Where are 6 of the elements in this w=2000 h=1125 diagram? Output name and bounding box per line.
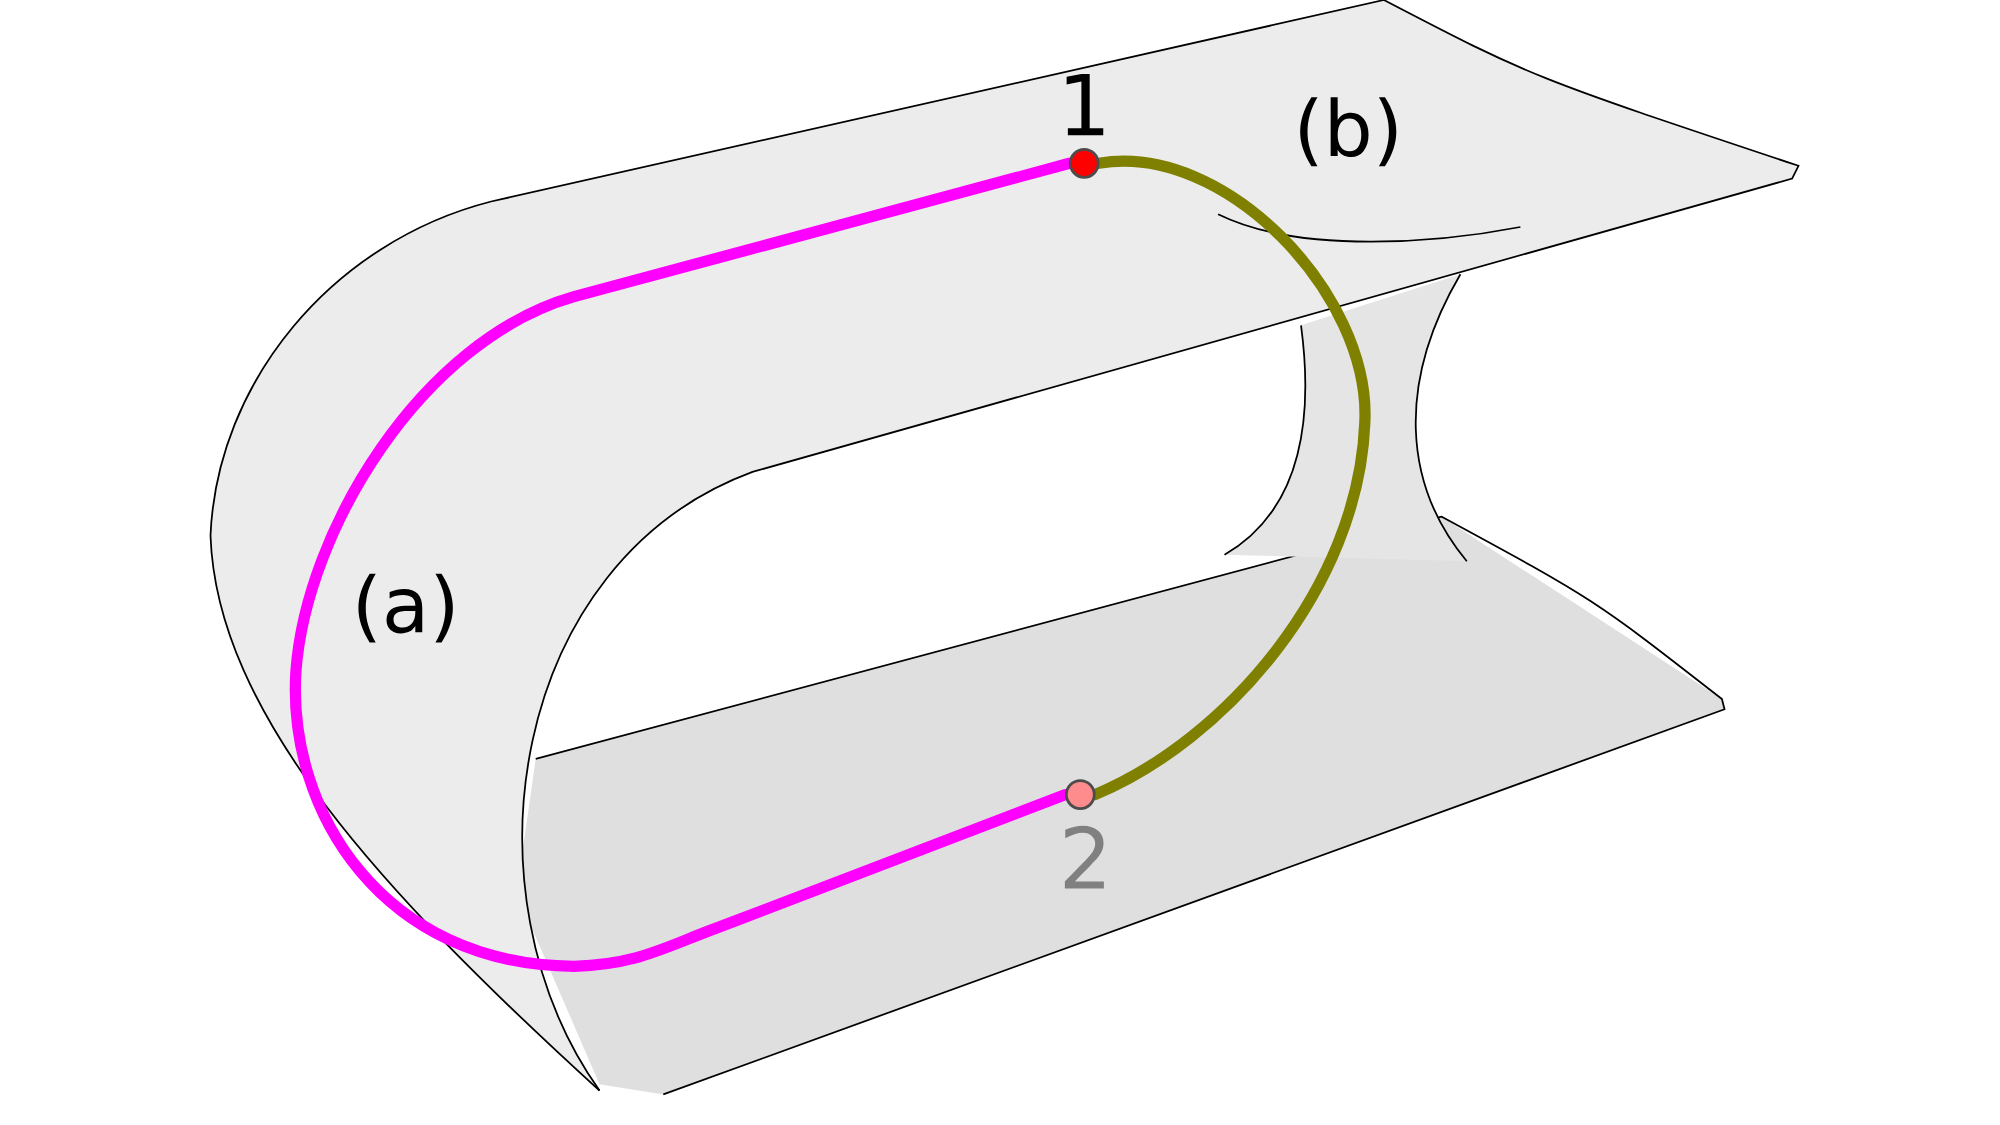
path-label: (a): [358, 573, 453, 643]
point-number: 2: [1064, 825, 1104, 889]
path-label: (b): [1300, 97, 1397, 167]
point-number: 1: [1066, 73, 1104, 136]
point-marker: [1064, 779, 1096, 810]
point-marker: [1068, 147, 1100, 179]
